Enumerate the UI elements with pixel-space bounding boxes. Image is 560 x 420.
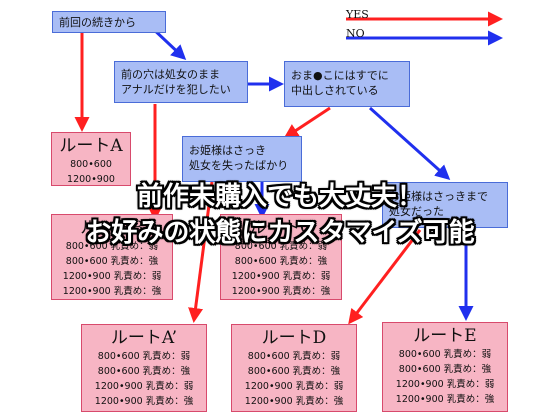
route-title: ルートC	[248, 218, 313, 238]
question-text-line1: 前の穴は処女のまま	[121, 68, 220, 81]
route-option: 800•600 乳責め：弱	[234, 241, 328, 252]
banner-line-1: 前作未購入でも大丈夫！	[136, 182, 423, 212]
arrow-q5-to-route-d	[348, 229, 422, 325]
route-box-d: ルートD 800•600 乳責め：弱 800•600 乳責め：強 1200•90…	[231, 324, 357, 412]
route-box-e: ルートE 800•600 乳責め：弱 800•600 乳責め：強 1200•90…	[382, 322, 508, 412]
route-box-a: ルートA 800•600 1200•900	[51, 132, 131, 186]
question-text-line1: おま●こにはすでに	[291, 69, 389, 82]
route-title: ルートB	[80, 218, 144, 238]
route-option: 1200•900 乳責め：強	[231, 286, 331, 297]
route-option: 1200•900 乳責め：強	[244, 396, 344, 407]
question-text-line1: お姫様はさっきまで	[389, 190, 488, 203]
question-text-line2: 処女を失ったばかり	[189, 159, 289, 172]
question-text-line2: 処女だった	[389, 205, 444, 218]
route-option: 1200•900 乳責め：強	[395, 394, 495, 405]
question-text-line2: 中出しされている	[291, 84, 379, 97]
route-option: 1200•900 乳責め：弱	[395, 379, 495, 390]
route-box-c: ルートC 800•600 乳責め：弱 800•600 乳責め：強 1200•90…	[220, 214, 342, 300]
route-option: 800•600 乳責め：弱	[65, 241, 159, 252]
route-option: 1200•900 乳責め：弱	[94, 381, 194, 392]
route-option: 1200•900 乳責め：弱	[231, 271, 331, 282]
question-box-anal-only: 前の穴は処女のまま アナルだけを犯したい	[114, 61, 248, 103]
route-option: 1200•900 乳責め：弱	[62, 271, 162, 282]
route-box-a-prime: ルートA’ 800•600 乳責め：弱 800•600 乳責め：強 1200•9…	[81, 324, 207, 412]
route-option: 1200•900 乳責め：強	[62, 286, 162, 297]
question-text-line2: アナルだけを犯したい	[121, 83, 231, 96]
route-option: 800•600 乳責め：弱	[97, 351, 191, 362]
arrow-q3-to-q4	[283, 106, 331, 139]
legend-no-label: NO	[346, 27, 365, 40]
route-option: 800•600 乳責め：強	[247, 366, 341, 377]
route-option: 800•600 乳責め：強	[97, 366, 191, 377]
question-box-was-virgin: お姫様はさっきまで 処女だった	[382, 182, 508, 228]
arrow-q3-to-q5	[368, 106, 451, 181]
route-title: ルートE	[413, 326, 477, 346]
question-text-line1: お姫様はさっき	[189, 144, 266, 157]
question-text: 前回の続きから	[59, 16, 136, 29]
route-option: 800•600 乳責め：強	[65, 256, 159, 267]
route-option: 1200•900 乳責め：弱	[244, 381, 344, 392]
route-option: 800•600 乳責め：強	[234, 256, 328, 267]
question-box-creampie: おま●こにはすでに 中出しされている	[284, 61, 410, 107]
route-box-b: ルートB 800•600 乳責め：弱 800•600 乳責め：強 1200•90…	[51, 214, 173, 300]
legend-yes-label: YES	[346, 8, 369, 21]
route-option: 800•600 乳責め：弱	[247, 351, 341, 362]
route-option: 800•600 乳責め：弱	[398, 349, 492, 360]
route-option: 800•600 乳責め：強	[398, 364, 492, 375]
route-option: 1200•900	[67, 174, 115, 185]
route-option: 1200•900 乳責め：強	[94, 396, 194, 407]
route-option: 800•600	[70, 159, 112, 170]
route-title: ルートA	[59, 136, 123, 156]
arrow-q4-to-route-aprime	[188, 181, 214, 323]
banner-line-2: お好みの状態にカスタマイズ可能	[85, 218, 475, 248]
question-box-just-lost-virginity: お姫様はさっき 処女を失ったばかり	[182, 136, 302, 182]
route-title: ルートD	[261, 328, 327, 348]
route-title: ルートA’	[110, 328, 178, 348]
question-box-continue: 前回の続きから	[52, 11, 166, 33]
